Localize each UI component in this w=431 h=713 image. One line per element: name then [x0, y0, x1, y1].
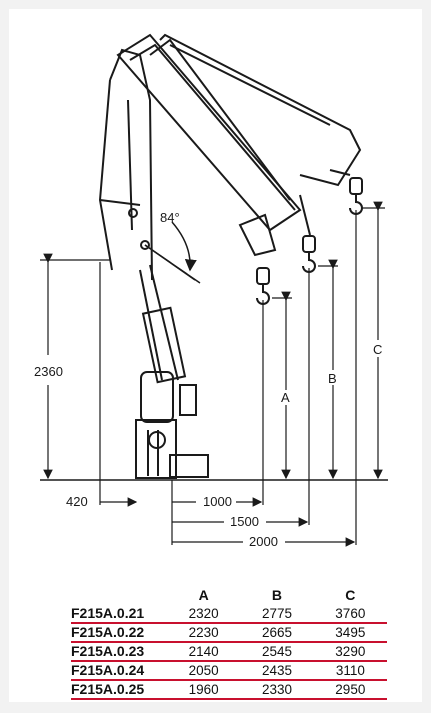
model-cell: F215A.0.23 [71, 642, 167, 662]
hook-height-label-b: B [328, 371, 337, 386]
crane-column [135, 371, 209, 479]
model-cell: F215A.0.21 [71, 605, 167, 624]
hook-height-dimensions [272, 201, 385, 480]
reach-label-1500: 1500 [230, 514, 259, 529]
value-b-cell: 2330 [240, 680, 314, 700]
column-header-a: A [198, 587, 209, 603]
reach-label-1000: 1000 [203, 494, 232, 509]
hook-height-label-a: A [281, 390, 290, 405]
height-label: 2360 [34, 364, 63, 379]
crane-dimension-drawing: 84° 2360 [34, 33, 388, 549]
spec-sheet: 84° 2360 [9, 9, 422, 702]
reach-dimensions [172, 497, 356, 547]
hook-c [349, 177, 363, 215]
hook-a [256, 267, 270, 305]
reach-label-2000: 2000 [249, 534, 278, 549]
height-dimension [40, 253, 110, 480]
model-dimension-table: A B C F215A.0.21 2320 2775 3760 F215A.0.… [71, 587, 387, 700]
offset-label: 420 [66, 494, 88, 509]
column-header-b: B [271, 587, 283, 603]
model-cell: F215A.0.24 [71, 661, 167, 681]
value-c-cell: 3495 [313, 623, 387, 643]
hook-height-label-c: C [373, 342, 382, 357]
value-a-cell: 2320 [167, 605, 241, 624]
table-row: F215A.0.24 2050 2435 3110 [71, 661, 387, 681]
hook-drop-lines [99, 210, 357, 545]
value-b-cell: 2545 [240, 642, 314, 662]
outer-boom [116, 33, 362, 257]
value-c-cell: 2950 [313, 680, 387, 700]
table-header-row: A B C [71, 587, 387, 605]
value-c-cell: 3110 [313, 661, 387, 681]
model-cell: F215A.0.22 [71, 623, 167, 643]
table-row: F215A.0.22 2230 2665 3495 [71, 623, 387, 643]
value-a-cell: 2140 [167, 642, 241, 662]
table-row: F215A.0.25 1960 2330 2950 [71, 680, 387, 700]
angle-indicator: 84° [144, 210, 201, 284]
value-a-cell: 2230 [167, 623, 241, 643]
angle-label: 84° [160, 210, 180, 225]
value-a-cell: 2050 [167, 661, 241, 681]
column-header-c: C [345, 587, 356, 603]
value-b-cell: 2775 [240, 605, 314, 624]
table-row: F215A.0.23 2140 2545 3290 [71, 642, 387, 662]
value-b-cell: 2665 [240, 623, 314, 643]
value-c-cell: 3290 [313, 642, 387, 662]
value-b-cell: 2435 [240, 661, 314, 681]
hook-b [302, 235, 316, 273]
value-c-cell: 3760 [313, 605, 387, 624]
value-a-cell: 1960 [167, 680, 241, 700]
column-header-model [71, 587, 167, 605]
model-cell: F215A.0.25 [71, 680, 167, 700]
table-row: F215A.0.21 2320 2775 3760 [71, 605, 387, 624]
